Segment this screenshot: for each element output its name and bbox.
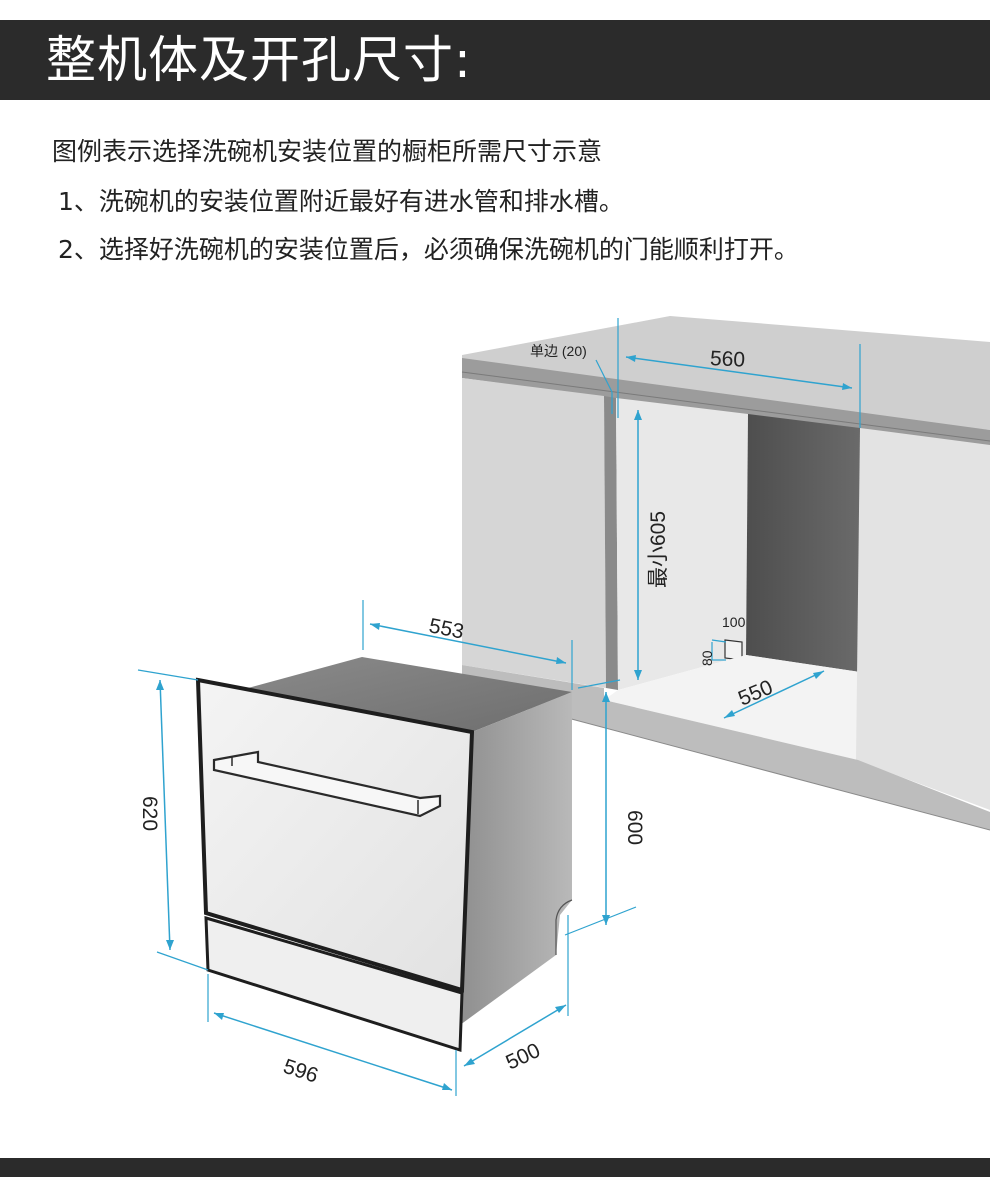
note-1: 1、洗碗机的安装位置附近最好有进水管和排水槽。 [58,187,624,216]
cabinet-plinth [462,665,990,830]
label-unit-height: 620 [138,796,161,831]
cabinet-left-panel [604,396,618,690]
label-opening-width: 100 [722,614,746,630]
intro-text: 图例表示选择洗碗机安装位置的橱柜所需尺寸示意 [52,137,603,166]
note-2: 2、选择好洗碗机的安装位置后，必须确保洗碗机的门能顺利打开。 [58,235,799,264]
label-cabinet-height-min: 最小605 [647,511,670,588]
unit-top [248,657,572,732]
cabinet-floor [604,655,860,760]
unit-kickplate [204,915,464,1053]
label-unit-width: 596 [280,1055,320,1088]
cabinet-left [462,378,606,688]
countertop-top [462,316,990,430]
unit-side [460,692,572,1025]
label-opening-height: 80 [699,650,715,666]
countertop-edge [462,358,990,450]
door-handle [212,750,442,818]
title-bar: 整机体及开孔尺寸: [0,20,990,100]
footer-bar [0,1158,990,1177]
cabinet [461,316,990,831]
cabinet-right [856,428,990,810]
label-unit-depth: 500 [502,1039,543,1075]
dimension-lines [137,318,861,1096]
label-side-gap: 单边 (20) [530,343,587,359]
unit-door [195,677,475,993]
label-unit-body-height: 600 [623,810,646,845]
dishwasher-unit [195,657,573,1053]
page-title: 整机体及开孔尺寸: [46,31,472,89]
label-unit-depth-top: 553 [427,614,466,643]
label-cabinet-width: 560 [709,347,745,372]
cabinet-interior [746,414,860,672]
